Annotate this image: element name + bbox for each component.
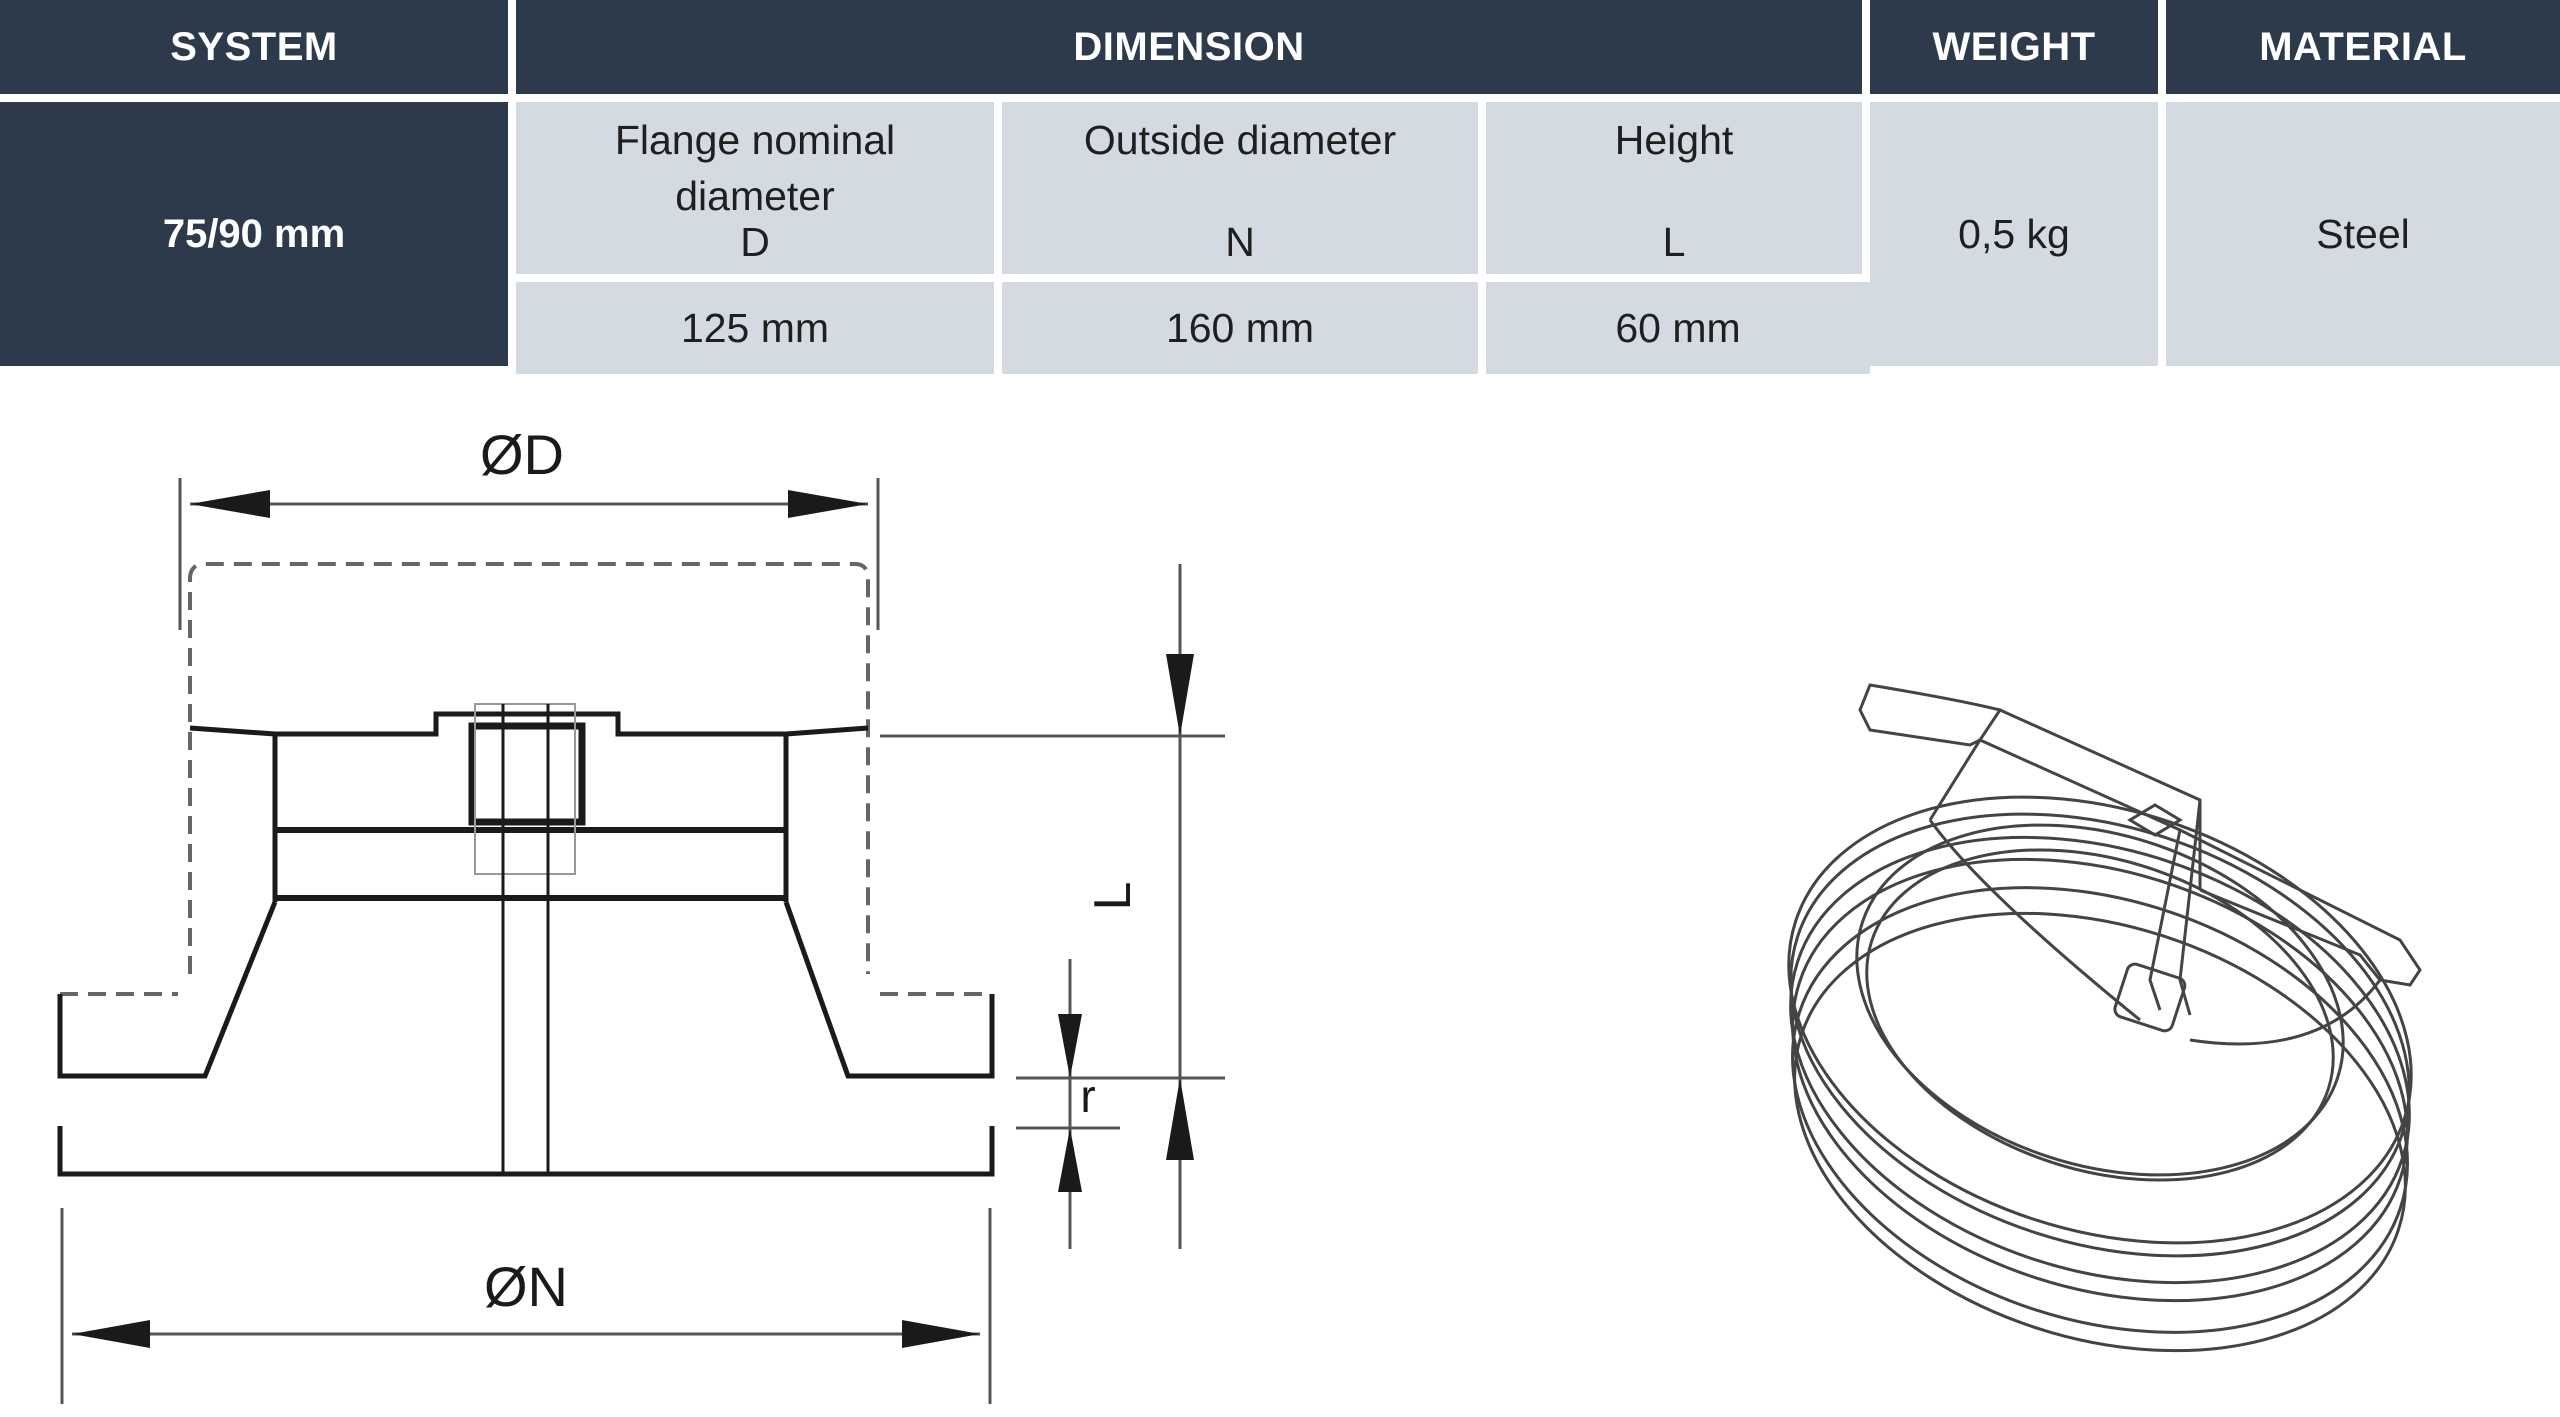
dim-value-height: 60 mm	[1486, 282, 1871, 374]
header-system: SYSTEM	[0, 0, 516, 102]
header-dimension: DIMENSION	[516, 0, 1871, 102]
label-diameter-d: ØD	[480, 423, 564, 486]
spec-table: SYSTEM DIMENSION WEIGHT MATERIAL 75/90 m…	[0, 0, 2560, 374]
dim-value-outside: 160 mm	[1002, 282, 1486, 374]
dim-col-height-letter: L	[1662, 219, 1686, 265]
weight-value: 0,5 kg	[1870, 102, 2167, 374]
system-value: 75/90 mm	[0, 102, 516, 374]
dim-col-outside: Outside diameter N	[1002, 102, 1486, 282]
dim-col-flange: Flange nominal diameter D	[516, 102, 1002, 282]
label-height-l: L	[1084, 882, 1142, 911]
dim-col-flange-letter: D	[740, 219, 770, 265]
header-weight: WEIGHT	[1870, 0, 2167, 102]
technical-drawing: ØD ØN L r	[57, 423, 1225, 1404]
dim-col-height-label: Height	[1614, 117, 1734, 163]
dim-col-outside-letter: N	[1225, 219, 1255, 265]
dim-col-height: Height L	[1486, 102, 1871, 282]
dim-value-flange: 125 mm	[516, 282, 1002, 374]
material-value: Steel	[2166, 102, 2560, 374]
header-material: MATERIAL	[2166, 0, 2560, 102]
dim-col-flange-label: Flange nominal diameter	[614, 117, 896, 219]
label-diameter-n: ØN	[484, 1255, 568, 1318]
isometric-drawing	[1787, 683, 2422, 1353]
label-r: r	[1080, 1070, 1095, 1122]
dim-col-outside-label: Outside diameter	[1083, 117, 1397, 163]
